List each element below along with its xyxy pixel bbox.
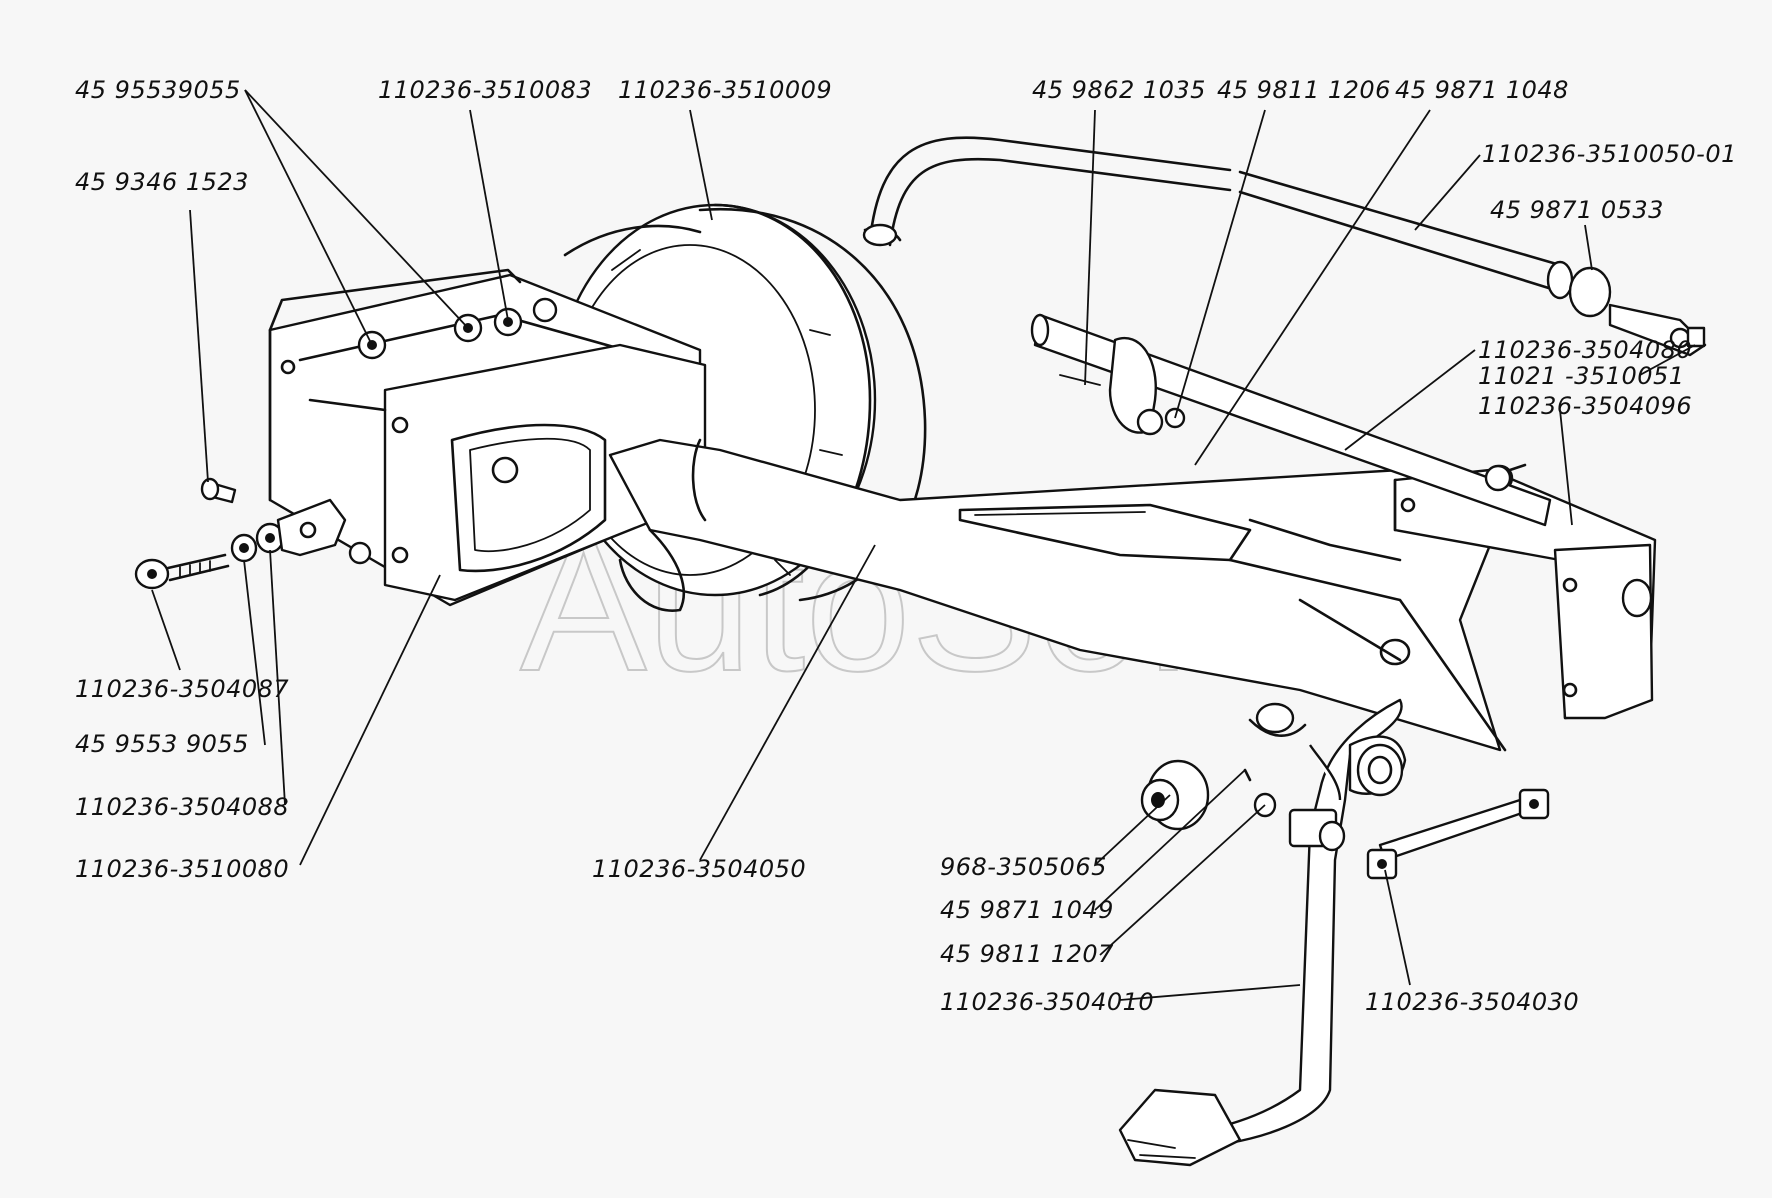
part-label: 110236-3504096: [1478, 392, 1692, 420]
part-label: 45 9871 1048: [1395, 76, 1569, 104]
part-label: 110236-3504030: [1365, 988, 1579, 1016]
part-label: 110236-3504050: [592, 855, 806, 883]
part-label: 45 9811 1207: [940, 940, 1114, 968]
part-label: 110236-3504088: [75, 793, 289, 821]
part-label: 968-3505065: [940, 853, 1107, 881]
leader-lines: [151, 89, 1696, 1001]
part-label: 45 9811 1206: [1217, 76, 1391, 104]
bolt-right: [1508, 463, 1527, 472]
vacuum-hose-drawing: [862, 136, 1707, 357]
rod-end-parts-drawing: [134, 477, 372, 590]
part-label: 110236-3510080: [75, 855, 289, 883]
part-labels: 45 95539055 110236-3510083 110236-351000…: [75, 76, 1737, 1016]
part-label: 110236-3504010: [940, 988, 1154, 1016]
clutch-pedal-drawing: [1118, 698, 1407, 1167]
part-label: 45 9871 1049: [940, 896, 1114, 924]
part-label: 110236-3510009: [618, 76, 832, 104]
part-label: 110236-3510083: [378, 76, 592, 104]
side-plate-right-drawing: [1393, 464, 1657, 720]
part-label: 45 9862 1035: [1032, 76, 1206, 104]
link-rod-drawing: [1366, 788, 1550, 880]
part-label: 45 95539055: [75, 76, 241, 104]
part-label: 11021 -3510051: [1478, 362, 1685, 390]
clutch-shaft-drawing: [1030, 313, 1552, 527]
part-label: 110236-3504080: [1478, 336, 1692, 364]
part-label: 110236-3510050-01: [1482, 140, 1737, 168]
nut-group-top: [357, 297, 558, 360]
part-label: 45 9346 1523: [75, 168, 249, 196]
nut-right: [1484, 464, 1512, 492]
pedal-bracket-beam-drawing: [608, 438, 1507, 752]
part-label: 45 9871 0533: [1490, 196, 1664, 224]
part-label: 110236-3504087: [75, 675, 289, 703]
part-label: 45 9553 9055: [75, 730, 249, 758]
rubber-bushing-drawing: [1140, 759, 1210, 831]
